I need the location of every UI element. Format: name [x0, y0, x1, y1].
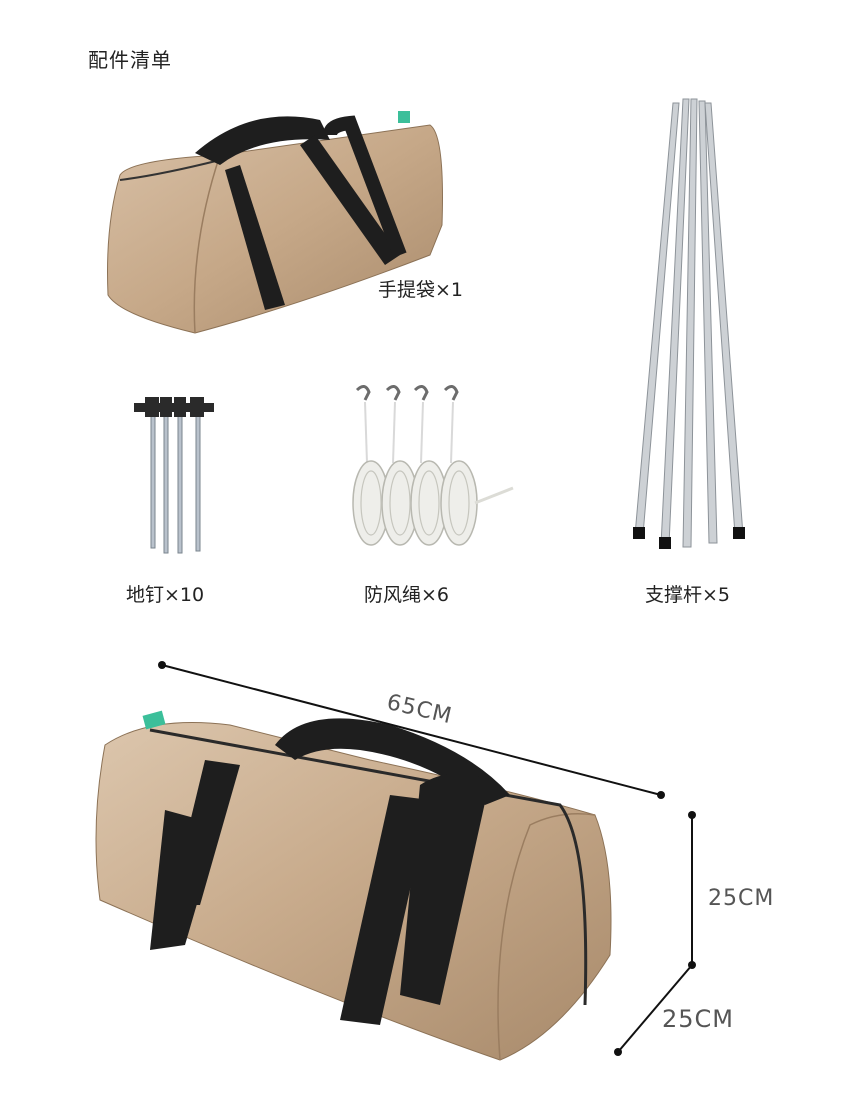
caption-ground-stakes: 地钉×10 — [126, 584, 205, 606]
caption-wind-ropes: 防风绳×6 — [364, 584, 450, 606]
wind-ropes-image — [352, 385, 514, 546]
caption-support-poles: 支撑杆×5 — [645, 584, 731, 606]
dimension-depth-label: 25CM — [662, 1005, 735, 1033]
ground-stakes-image — [134, 397, 214, 554]
page-title: 配件清单 — [88, 48, 172, 72]
dimension-height-label: 25CM — [708, 886, 775, 911]
carry-bag-small-image — [107, 111, 443, 334]
support-poles-image — [633, 98, 745, 549]
carry-bag-large-image — [95, 710, 612, 1061]
caption-carry-bag: 手提袋×1 — [378, 279, 464, 301]
